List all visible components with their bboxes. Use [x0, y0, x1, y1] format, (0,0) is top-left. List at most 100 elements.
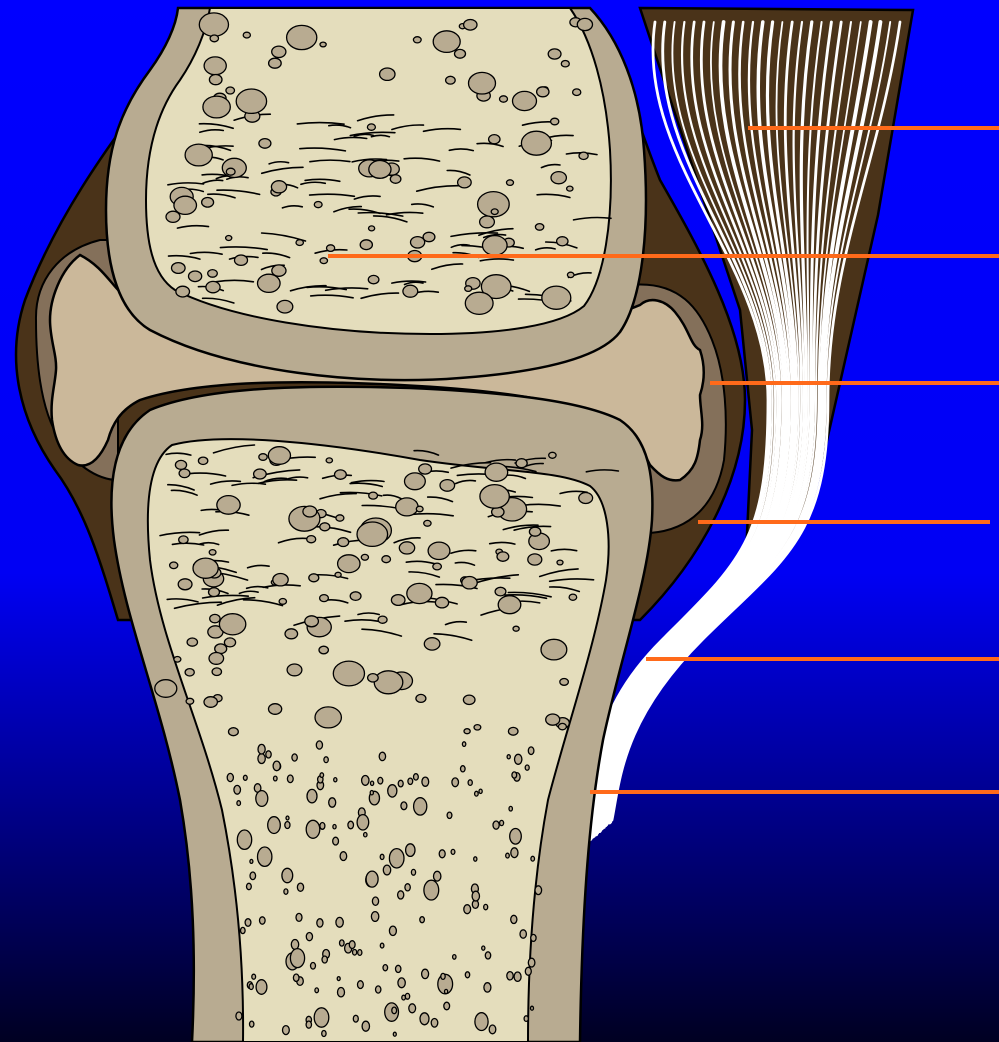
pore	[557, 560, 563, 565]
pore	[374, 671, 403, 694]
pore	[247, 883, 252, 889]
pore	[227, 773, 233, 781]
pore	[452, 778, 459, 787]
pore	[393, 1032, 396, 1036]
pore	[268, 447, 290, 465]
pore	[360, 240, 372, 250]
pore	[475, 1013, 488, 1031]
pore	[424, 880, 439, 900]
pore	[389, 849, 404, 868]
pore	[521, 131, 551, 155]
pore	[509, 806, 512, 811]
pore	[528, 747, 534, 755]
pore	[237, 830, 251, 849]
pore	[557, 237, 568, 246]
pore	[287, 25, 317, 49]
pore	[259, 139, 271, 149]
pore	[528, 958, 535, 967]
pore	[353, 1015, 358, 1022]
pore	[579, 493, 593, 504]
pore	[204, 57, 226, 75]
pore	[217, 496, 240, 515]
pore	[531, 856, 535, 861]
pore	[401, 802, 407, 810]
pore	[423, 232, 435, 241]
pore	[189, 271, 202, 282]
pore	[369, 492, 378, 499]
pore	[349, 941, 355, 949]
pore	[326, 458, 332, 463]
pore	[256, 791, 268, 807]
pore	[338, 555, 360, 573]
pore	[510, 829, 522, 845]
pore	[210, 35, 218, 42]
pore	[525, 765, 529, 770]
pore	[513, 626, 519, 631]
pore	[316, 741, 322, 749]
pore	[407, 583, 432, 603]
pore	[422, 969, 429, 978]
pore	[469, 72, 496, 94]
pore	[175, 460, 186, 469]
pore	[434, 871, 441, 881]
pore	[551, 172, 566, 184]
pore	[402, 995, 406, 1000]
pore	[491, 209, 498, 215]
pore	[296, 913, 302, 921]
pore	[520, 930, 526, 938]
pore	[465, 286, 472, 292]
pore	[508, 727, 518, 735]
pore	[485, 463, 508, 481]
pore	[258, 754, 265, 764]
pore	[287, 664, 302, 676]
pore	[333, 825, 336, 829]
pore	[260, 917, 266, 924]
pore	[416, 506, 423, 512]
pore	[367, 124, 375, 130]
pore	[306, 933, 312, 941]
pore	[445, 989, 448, 993]
pore	[237, 801, 241, 806]
pore	[511, 915, 517, 923]
pore	[435, 597, 448, 608]
pore	[311, 963, 316, 970]
pore	[336, 917, 343, 927]
pore	[398, 891, 404, 899]
pore	[542, 286, 571, 309]
pore	[414, 774, 419, 780]
pore	[193, 558, 218, 578]
pore	[399, 542, 414, 554]
pore	[320, 773, 324, 778]
pore	[348, 821, 354, 829]
pore	[507, 972, 513, 980]
pore	[284, 889, 288, 894]
pore	[472, 891, 479, 901]
pore	[334, 778, 337, 782]
pore	[269, 58, 282, 68]
pore	[489, 135, 500, 144]
pore	[577, 18, 592, 30]
pore	[250, 1021, 254, 1027]
pore	[383, 865, 390, 875]
pore	[444, 1002, 450, 1010]
pore	[209, 653, 224, 665]
pore	[525, 967, 531, 975]
pore	[179, 469, 190, 478]
pore	[172, 263, 186, 274]
pore	[567, 186, 573, 191]
pore	[546, 714, 560, 725]
pore	[398, 978, 405, 988]
pore	[524, 1016, 528, 1022]
pore	[408, 778, 413, 784]
pore	[203, 96, 230, 118]
pore	[271, 181, 286, 193]
pore	[485, 952, 490, 959]
pore	[446, 76, 456, 84]
pore	[357, 522, 388, 546]
pore	[378, 616, 387, 623]
pore	[389, 926, 396, 935]
pore	[405, 884, 410, 891]
pore	[229, 728, 239, 736]
pore	[305, 616, 319, 627]
